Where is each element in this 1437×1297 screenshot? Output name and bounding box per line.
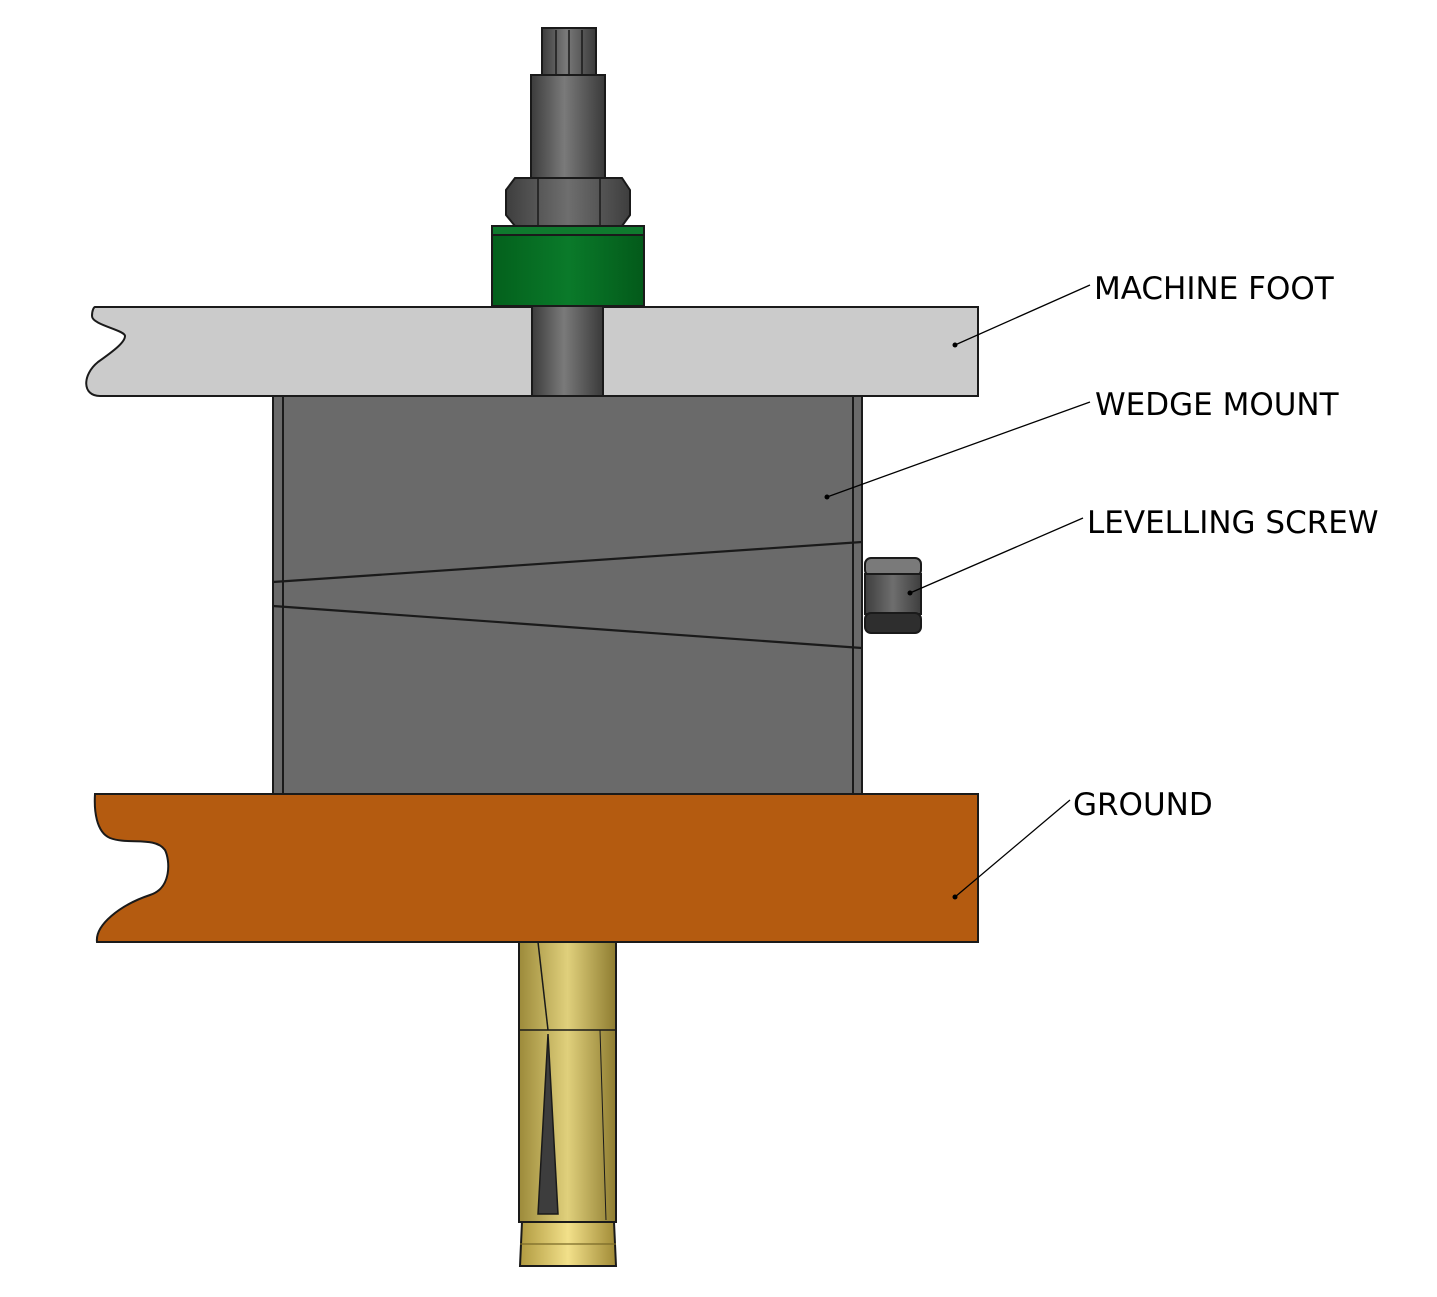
machine-foot-label: MACHINE FOOT [1094,271,1335,307]
machine-foot-leader [954,284,1091,346]
green-washer-top [491,225,645,236]
machine-foot-leader-dot [952,342,958,348]
levelling-screw-leader [909,517,1084,594]
levelling-screw [864,557,922,634]
ground-leader [954,799,1071,898]
anchor-bolt [518,941,618,1267]
green-washer [491,234,645,307]
levelling-screw-label: LEVELLING SCREW [1087,505,1379,541]
hex-nut [505,177,631,227]
ground [93,793,979,943]
ground-label: GROUND [1073,787,1213,823]
wedge-mount-leader [826,401,1091,498]
wedge-mount-body [272,395,863,795]
wedge-mount-label: WEDGE MOUNT [1095,387,1340,423]
stud-shaft-upper [530,74,606,186]
stud-shaft-lower [531,305,604,399]
ground-leader-dot [952,894,958,900]
wedge-mount-leader-dot [824,494,830,500]
levelling-screw-leader-dot [907,590,913,596]
stud-assembly [491,27,645,307]
